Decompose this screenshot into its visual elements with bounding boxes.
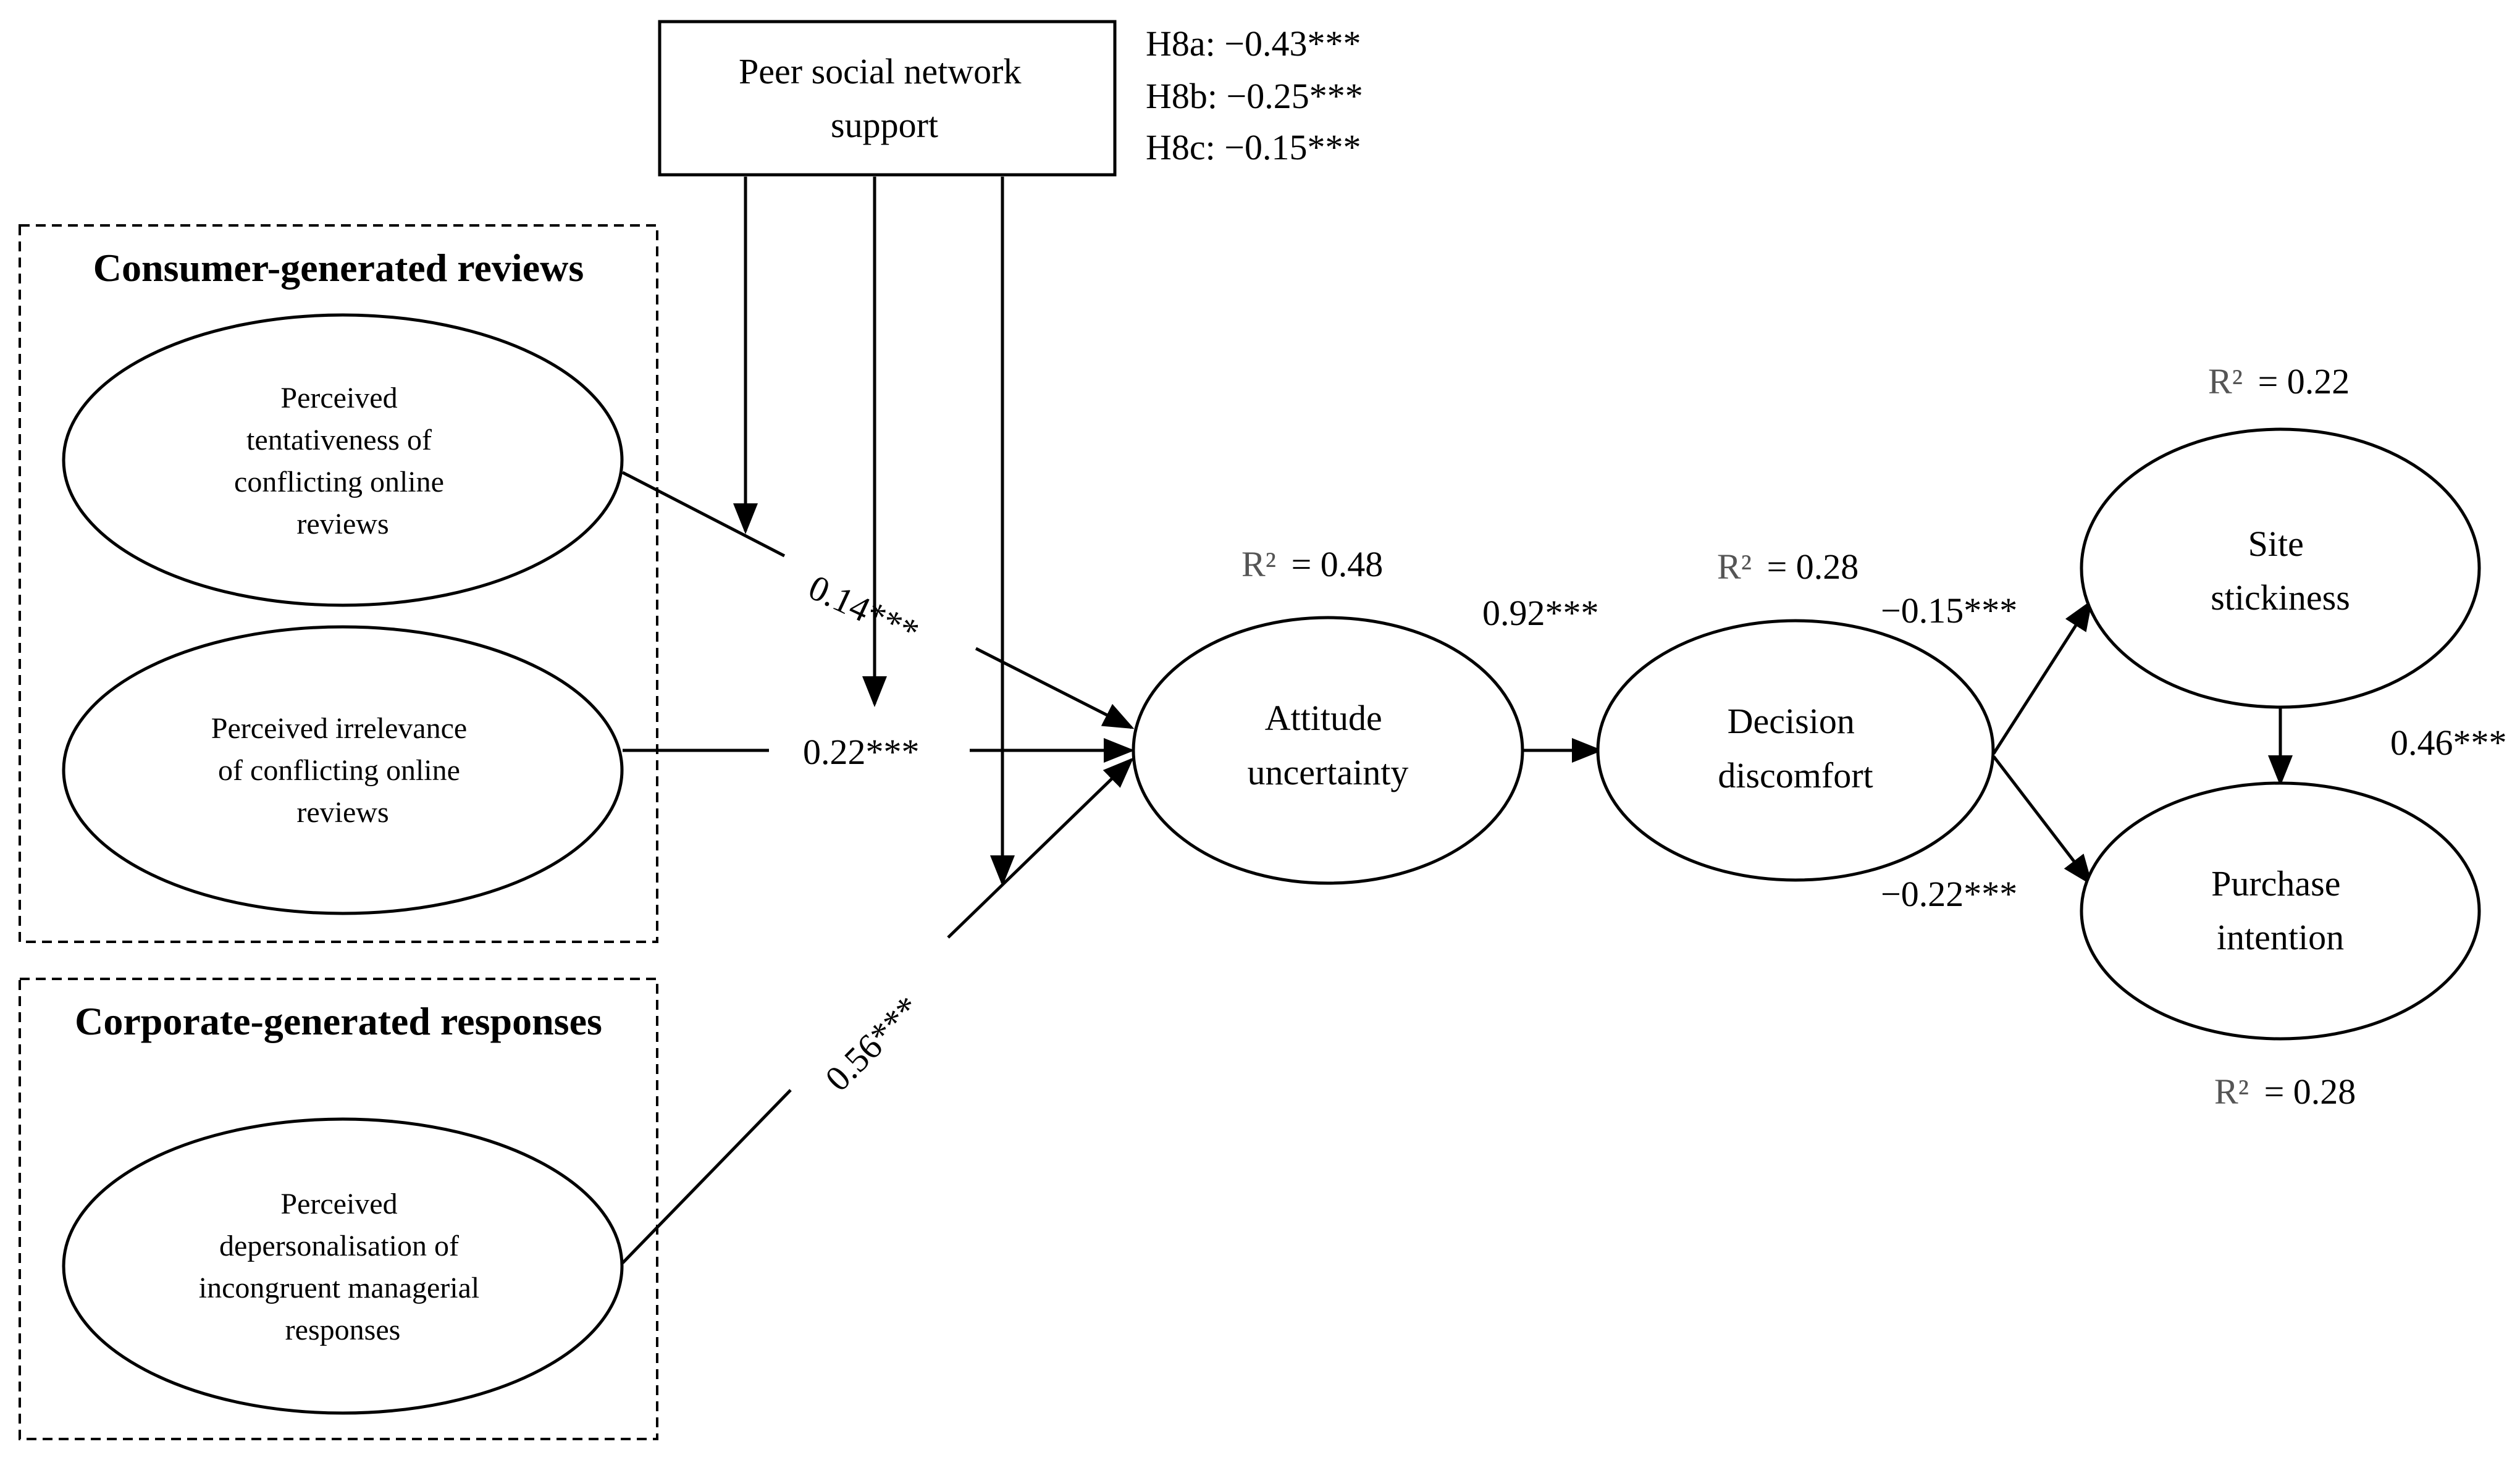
node-attitude-label: Attitude uncertainty xyxy=(1248,698,1409,792)
node-depersonalisation-label: Perceived depersonalisation of incongrue… xyxy=(199,1188,487,1346)
node-stickiness xyxy=(2080,427,2481,709)
hypothesis-h8c: H8c: −0.15*** xyxy=(1146,127,1361,167)
r2-decision: R² = 0.28 xyxy=(1717,547,1858,587)
hypothesis-h8b: H8b: −0.25*** xyxy=(1146,76,1363,116)
corporate-group-box xyxy=(19,978,658,1440)
consumer-group-box xyxy=(19,224,658,943)
path-tentativeness-segment-2 xyxy=(975,647,1135,729)
node-tentativeness-label: Perceived tentativeness of conflicting o… xyxy=(234,382,452,540)
path-decision-purchase xyxy=(1993,755,2093,886)
node-attitude xyxy=(1132,616,1524,885)
path-tentativeness-segment-1 xyxy=(621,471,786,558)
path-depersonalisation-segment-1 xyxy=(621,1089,792,1264)
r2-purchase: R² = 0.28 xyxy=(2214,1072,2356,1112)
consumer-group-title: Consumer-generated reviews xyxy=(93,246,584,290)
node-irrelevance-label: Perceived irrelevance of conflicting onl… xyxy=(211,712,474,829)
coef-irrelevance-attitude: 0.22*** xyxy=(803,732,920,772)
node-stickiness-label: Site stickiness xyxy=(2211,524,2350,618)
node-purchase-label: Purchase intention xyxy=(2211,863,2350,957)
coef-tentativeness-attitude: 0.14*** xyxy=(803,567,925,653)
node-tentativeness xyxy=(62,313,624,607)
r2-stickiness: R² = 0.22 xyxy=(2208,361,2350,401)
coef-decision-purchase: −0.22*** xyxy=(1881,874,2017,914)
peer-support-box xyxy=(658,20,1117,177)
node-decision xyxy=(1596,619,1995,882)
r2-attitude: R² = 0.48 xyxy=(1241,544,1383,584)
node-irrelevance xyxy=(62,625,624,915)
path-decision-stickiness xyxy=(1992,599,2093,755)
coef-stickiness-purchase: 0.46*** xyxy=(2390,723,2507,763)
hypothesis-h8a: H8a: −0.43*** xyxy=(1146,23,1361,64)
coef-attitude-decision: 0.92*** xyxy=(1482,593,1599,633)
path-depersonalisation-segment-2 xyxy=(947,757,1134,939)
node-decision-label: Decision discomfort xyxy=(1718,701,1873,795)
peer-support-label: Peer social network support xyxy=(739,51,1030,145)
coef-decision-stickiness: −0.15*** xyxy=(1881,590,2017,631)
corporate-group-title: Corporate-generated responses xyxy=(75,999,602,1043)
node-purchase xyxy=(2080,781,2481,1041)
coef-depersonalisation-attitude: 0.56*** xyxy=(817,988,928,1099)
node-depersonalisation xyxy=(62,1117,624,1415)
